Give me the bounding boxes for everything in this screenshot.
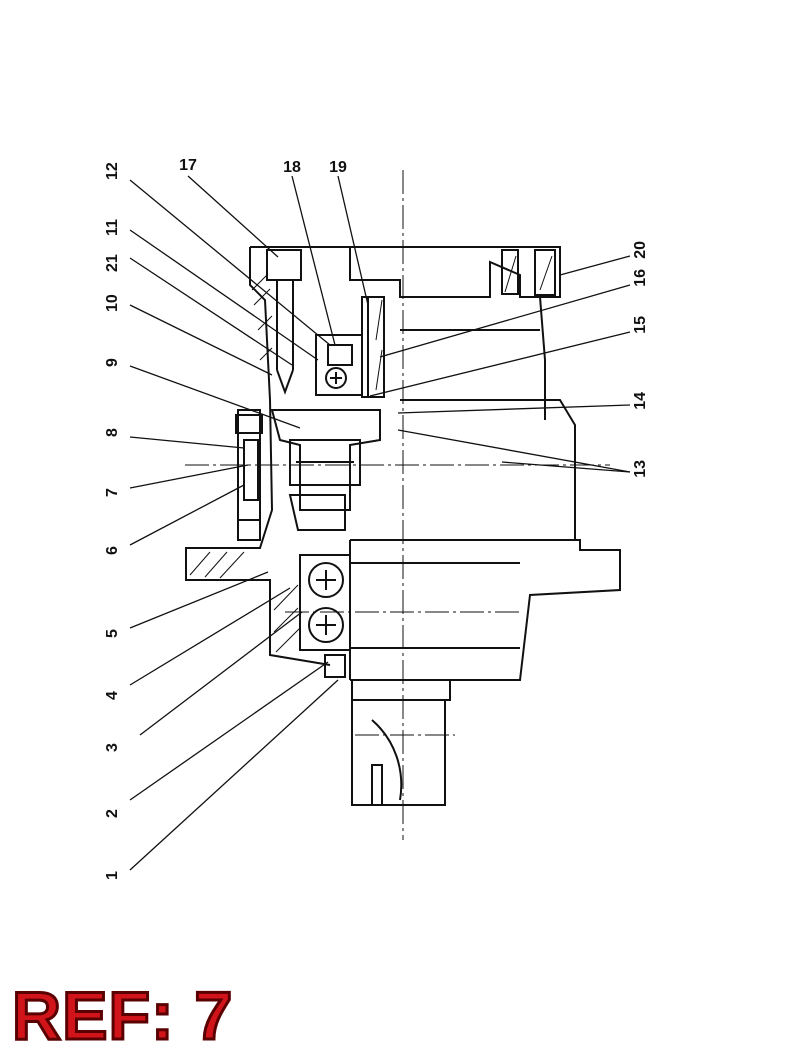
callout-19: 19 — [329, 159, 347, 176]
callout-6: 6 — [104, 546, 121, 555]
callout-10: 10 — [104, 294, 121, 312]
callout-13: 13 — [632, 460, 649, 478]
callout-12: 12 — [104, 162, 121, 180]
assembly-outline — [185, 246, 621, 806]
callout-21: 21 — [104, 254, 121, 272]
leader-lines — [129, 175, 631, 871]
callout-11: 11 — [104, 219, 121, 236]
callout-15: 15 — [632, 316, 649, 334]
callout-18: 18 — [283, 159, 301, 176]
callout-17: 17 — [179, 157, 197, 174]
callout-3: 3 — [104, 743, 121, 752]
centre-lines — [185, 170, 610, 840]
reference-label: REF: 7 — [10, 978, 234, 1053]
callout-16: 16 — [632, 269, 649, 287]
callout-7: 7 — [104, 488, 121, 497]
callout-1: 1 — [104, 871, 121, 880]
callout-8: 8 — [104, 428, 121, 437]
callout-2: 2 — [104, 809, 121, 818]
callout-9: 9 — [104, 358, 121, 367]
callout-20: 20 — [632, 241, 649, 259]
section-hatching — [189, 255, 553, 653]
callout-5: 5 — [104, 629, 121, 638]
callout-14: 14 — [632, 392, 649, 410]
callout-4: 4 — [104, 691, 121, 700]
